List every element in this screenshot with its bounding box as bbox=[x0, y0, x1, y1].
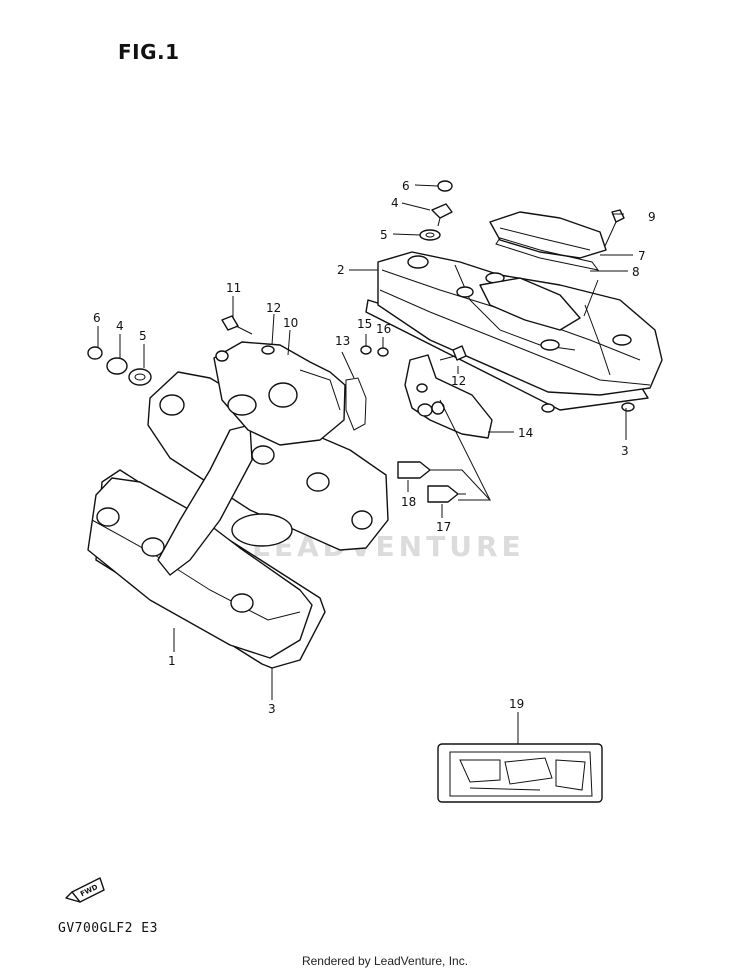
front-head-cover bbox=[87, 477, 313, 659]
callout-11: 12 bbox=[266, 301, 281, 315]
rear-head-cover bbox=[377, 251, 663, 396]
callout-12-right: 12 bbox=[451, 374, 466, 388]
figure-title: FIG.1 bbox=[118, 40, 180, 64]
leader-lines bbox=[97, 184, 633, 744]
middle-parts bbox=[360, 345, 493, 503]
nut-icon bbox=[377, 347, 389, 357]
o-ring-gasket bbox=[345, 377, 367, 431]
callout-16: 16 bbox=[376, 322, 391, 336]
bolt-icon bbox=[452, 345, 467, 361]
spark-plug bbox=[397, 461, 431, 479]
rear-head-cover-assembly bbox=[365, 180, 663, 413]
bolt-washer bbox=[106, 357, 128, 375]
callout-8: 8 bbox=[632, 265, 640, 279]
gasket-set-card bbox=[437, 743, 603, 803]
bolt-washer bbox=[431, 203, 453, 219]
callout-6-left: 6 bbox=[93, 311, 101, 325]
fwd-arrow-icon: FWD bbox=[65, 877, 105, 903]
side-cover-plate bbox=[489, 211, 607, 259]
callout-19: 19 bbox=[509, 697, 524, 711]
cover-crossbar bbox=[157, 424, 253, 576]
callout-17: 17 bbox=[436, 520, 451, 534]
footer-credit: Rendered by LeadVenture, Inc. bbox=[0, 954, 750, 968]
connector-bracket bbox=[404, 354, 493, 439]
callout-4-left: 4 bbox=[116, 319, 124, 333]
callout-7: 7 bbox=[638, 249, 646, 263]
seal-washer bbox=[128, 368, 152, 386]
watermark-text: LEADVENTURE bbox=[252, 530, 525, 563]
callout-6-upper: 6 bbox=[402, 179, 410, 193]
callout-5-left: 5 bbox=[139, 329, 147, 343]
callout-1: 1 bbox=[168, 654, 176, 668]
callout-13: 14 bbox=[518, 426, 533, 440]
cap-nut bbox=[87, 346, 103, 360]
callout-9: 9 bbox=[648, 210, 656, 224]
front-head-cover-assembly bbox=[87, 315, 389, 669]
callout-labels: 6 4 5 2 9 7 8 3 11 12 10 6 4 5 13 15 16 … bbox=[93, 179, 656, 716]
cover-bolt-boss bbox=[407, 255, 429, 269]
bolt-icon bbox=[360, 345, 372, 355]
bolt-icon bbox=[221, 315, 239, 331]
bolt-icon bbox=[611, 209, 625, 223]
callout-12-left: 11 bbox=[226, 281, 241, 295]
callout-10: 10 bbox=[283, 316, 298, 330]
callout-14: 13 bbox=[335, 334, 350, 348]
footer-text: Rendered by LeadVenture, Inc. bbox=[301, 954, 469, 968]
callout-3-front: 3 bbox=[268, 702, 276, 716]
callout-18: 18 bbox=[401, 495, 416, 509]
model-code: GV700GLF2 E3 bbox=[58, 921, 158, 936]
cover-bolt-boss bbox=[96, 507, 120, 527]
gasket-set bbox=[437, 743, 603, 803]
callout-2: 2 bbox=[337, 263, 345, 277]
callout-5-upper: 5 bbox=[380, 228, 388, 242]
cap-nut bbox=[437, 180, 453, 192]
seal-washer bbox=[419, 229, 441, 241]
spark-plug bbox=[427, 485, 459, 503]
callout-3-rear: 3 bbox=[621, 444, 629, 458]
callout-4-upper: 4 bbox=[391, 196, 399, 210]
cover-gasket bbox=[495, 237, 600, 271]
callout-15: 15 bbox=[357, 317, 372, 331]
